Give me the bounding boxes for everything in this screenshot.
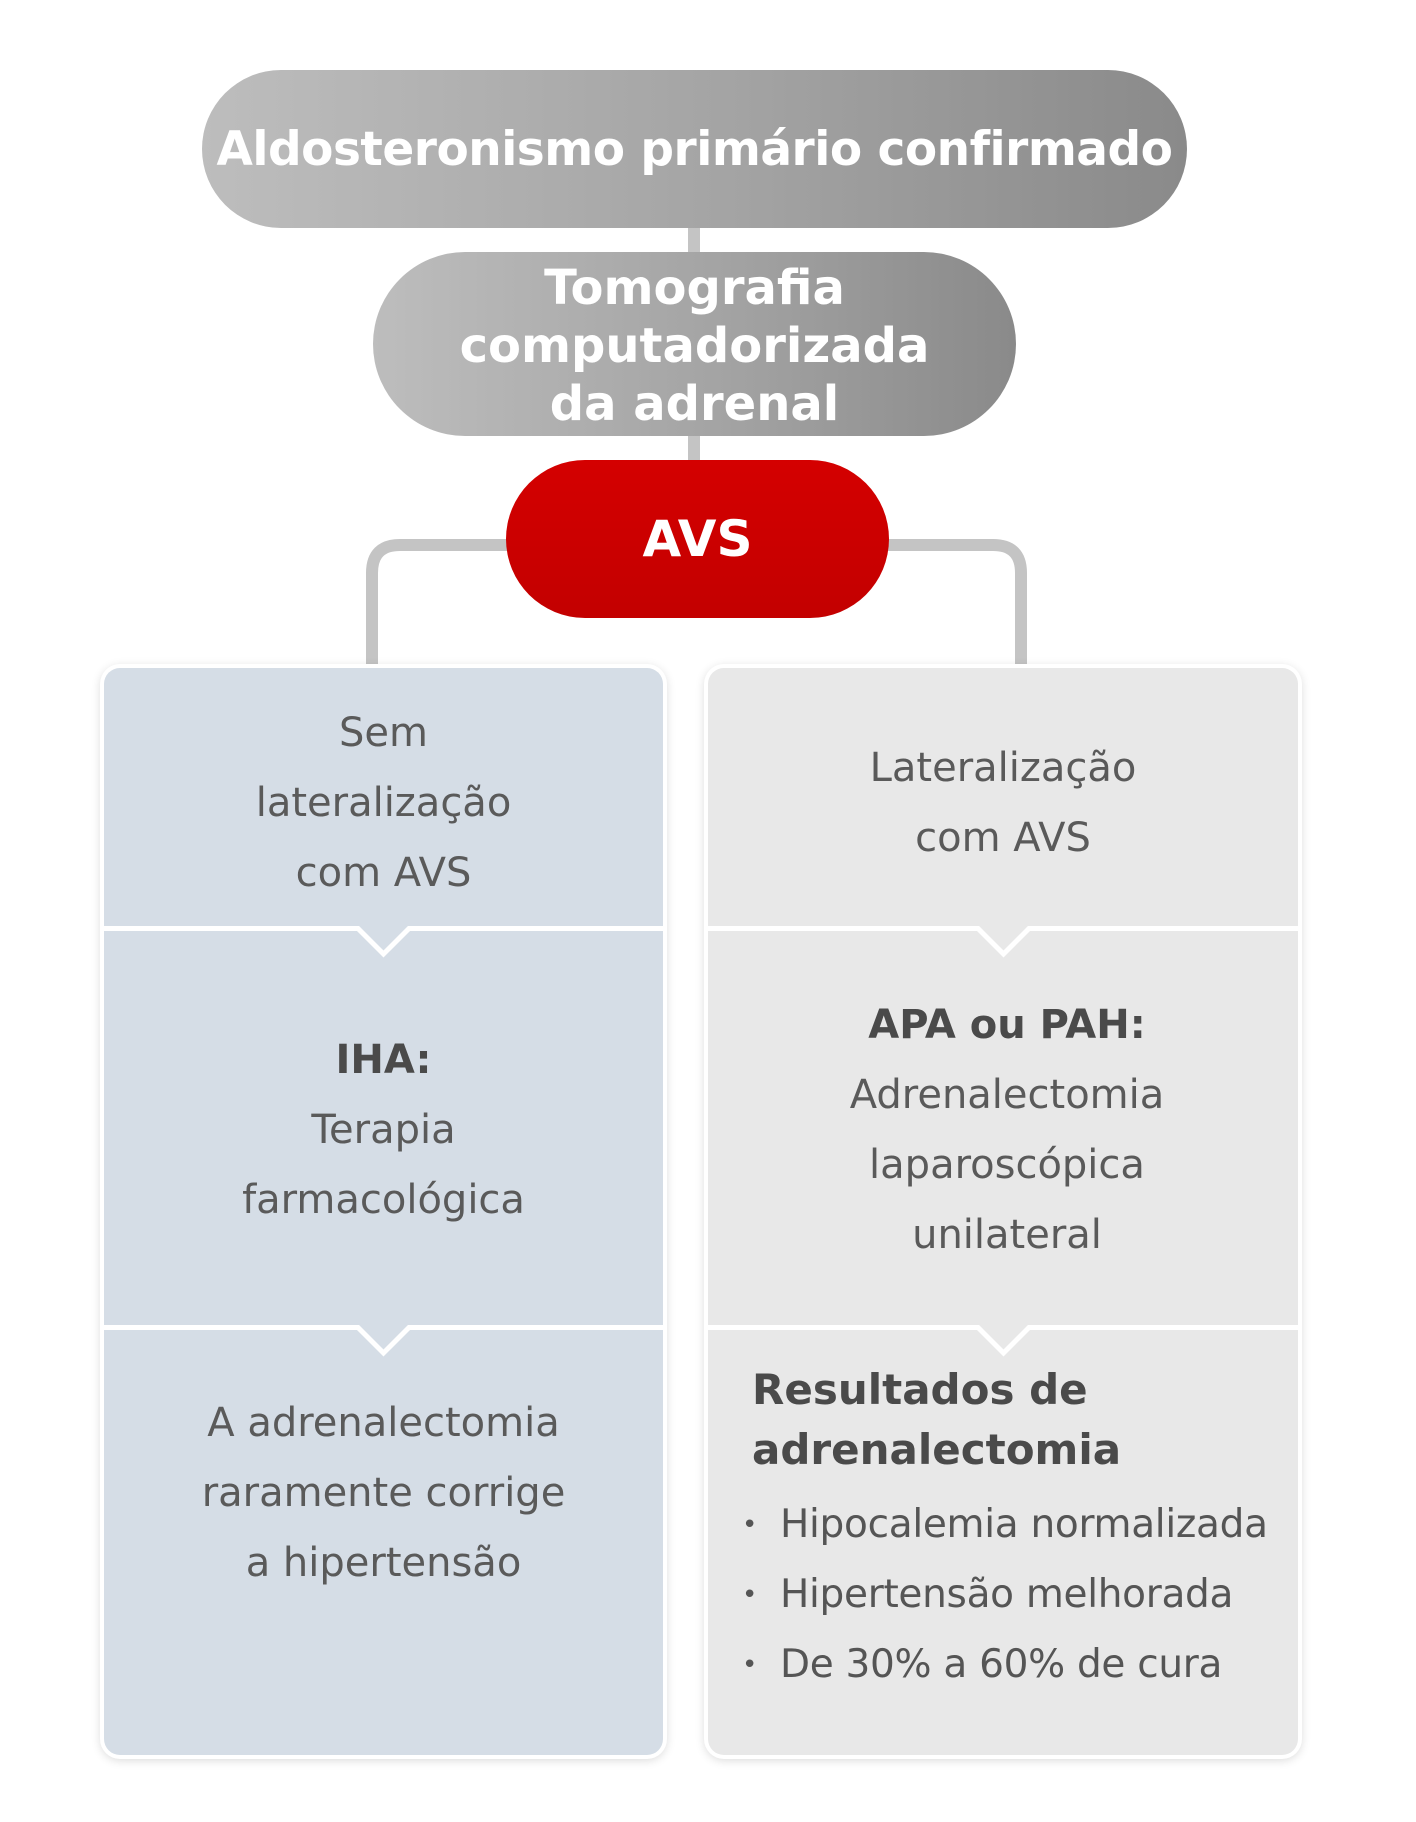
apa-pah-section: APA ou PAH: Adrenalectomia laparoscópica… [708, 930, 1298, 1330]
section-divider [708, 1325, 1298, 1357]
ct-scan-node: Tomografia computadorizada da adrenal [373, 252, 1016, 436]
section-divider [104, 926, 663, 958]
bullet-icon: • [742, 1580, 758, 1610]
connector-avs-to-left [366, 539, 510, 672]
bullet-icon: • [742, 1650, 758, 1680]
apa-pah-heading: APA ou PAH: [868, 1002, 1146, 1048]
result-item: •Hipertensão melhorada [742, 1560, 1288, 1630]
results-list: •Hipocalemia normalizada •Hipertensão me… [742, 1490, 1288, 1700]
lateralization-text: Lateralização com AVS [869, 745, 1137, 861]
iha-section: IHA: Terapia farmacológica [104, 930, 663, 1330]
iha-heading: IHA: [335, 1037, 432, 1083]
avs-label: AVS [642, 510, 753, 568]
no-lateralization-column: Sem lateralização com AVS IHA: Terapia f… [104, 668, 663, 1755]
confirmed-aldosteronism-label: Aldosteronismo primário confirmado [216, 121, 1173, 177]
pharmacologic-therapy-text: Terapia farmacológica [242, 1107, 525, 1223]
avs-node: AVS [506, 460, 889, 618]
confirmed-aldosteronism-node: Aldosteronismo primário confirmado [202, 70, 1187, 228]
lateralization-section: Lateralização com AVS [708, 668, 1298, 938]
adrenalectomy-results-section: Resultados de adrenalectomia •Hipocalemi… [742, 1360, 1288, 1700]
no-lateralization-section: Sem lateralização com AVS [104, 668, 663, 938]
results-heading: Resultados de adrenalectomia [752, 1365, 1122, 1474]
section-divider [708, 926, 1298, 958]
connector-avs-to-right [885, 539, 1027, 672]
lateralization-column: Lateralização com AVS APA ou PAH: Adrena… [708, 668, 1298, 1755]
no-lateralization-text: Sem lateralização com AVS [255, 710, 512, 896]
section-divider [104, 1325, 663, 1357]
result-item: •De 30% a 60% de cura [742, 1630, 1288, 1700]
adrenalectomy-text: Adrenalectomia laparoscópica unilateral [849, 1072, 1165, 1258]
result-item: •Hipocalemia normalizada [742, 1490, 1288, 1560]
ct-scan-label: Tomografia computadorizada da adrenal [459, 260, 930, 432]
bullet-icon: • [742, 1510, 758, 1540]
left-outcome-text: A adrenalectomia raramente corrige a hip… [201, 1400, 566, 1586]
left-outcome-section: A adrenalectomia raramente corrige a hip… [104, 1338, 663, 1648]
